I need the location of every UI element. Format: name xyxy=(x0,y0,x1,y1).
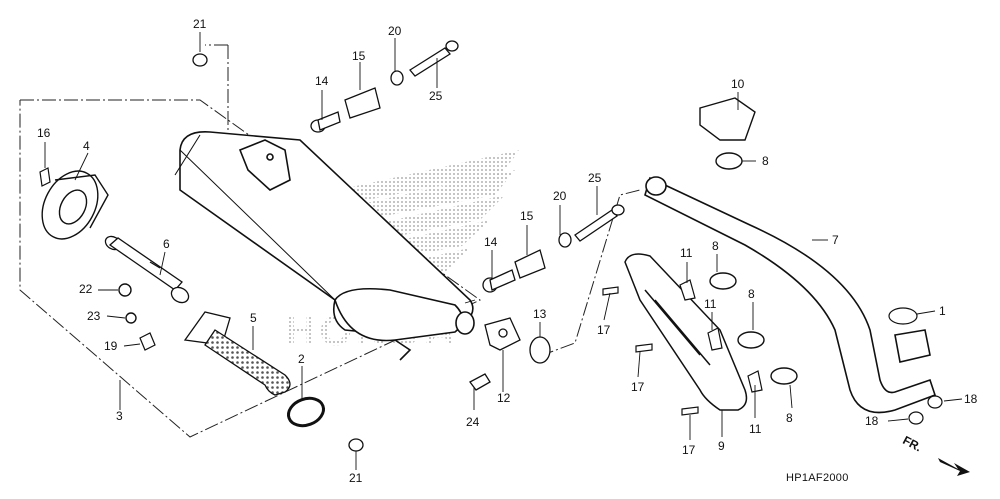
callout-label: 13 xyxy=(533,307,547,321)
callout-label: 17 xyxy=(631,380,645,394)
inner-pipe xyxy=(183,311,291,396)
callout-label: 7 xyxy=(832,233,839,247)
callout-label: 15 xyxy=(352,49,366,63)
leader-lines xyxy=(44,32,963,470)
callout-label: 20 xyxy=(553,189,567,203)
clamps xyxy=(709,152,798,385)
callout-label: 8 xyxy=(712,239,719,253)
callout-label: 6 xyxy=(163,237,170,251)
callout-label: 8 xyxy=(748,287,755,301)
callout-label: 21 xyxy=(193,17,207,31)
middle-mount-hardware xyxy=(348,204,625,452)
callout-label: 11 xyxy=(680,246,693,260)
callout-label: 2 xyxy=(298,352,305,366)
muffler-body xyxy=(174,131,475,361)
callout-label: 18 xyxy=(964,392,978,406)
callout-label: 16 xyxy=(37,126,51,140)
callout-label: 5 xyxy=(250,311,257,325)
callout-label: 10 xyxy=(731,77,745,91)
forward-arrow-icon xyxy=(938,458,970,476)
callout-label: 21 xyxy=(349,471,363,485)
end-cap xyxy=(41,170,109,240)
callout-label: 17 xyxy=(597,323,611,337)
callout-label: 17 xyxy=(682,443,696,457)
heat-guard xyxy=(624,253,748,411)
callout-label: 1 xyxy=(939,304,946,318)
callout-label: 23 xyxy=(87,309,101,323)
callout-label: 14 xyxy=(484,235,498,249)
heat-guard-tube xyxy=(699,97,756,141)
diagram-code: HP1AF2000 xyxy=(786,472,849,484)
callout-label: 8 xyxy=(762,154,769,168)
callout-label: 11 xyxy=(704,297,717,311)
callout-label: 25 xyxy=(588,171,602,185)
upper-mount-hardware xyxy=(192,40,459,133)
callout-label: 15 xyxy=(520,209,534,223)
callout-label: 3 xyxy=(116,409,123,423)
callout-label: 25 xyxy=(429,89,443,103)
callout-label: 19 xyxy=(104,339,118,353)
callout-label: 18 xyxy=(865,414,879,428)
callout-label: 12 xyxy=(497,391,511,405)
callout-label: 14 xyxy=(315,74,329,88)
callout-label: 11 xyxy=(749,422,762,436)
callout-label: 24 xyxy=(466,415,480,429)
callout-label: 9 xyxy=(718,439,725,453)
spark-arrestor xyxy=(104,235,190,304)
callout-label: 8 xyxy=(786,411,793,425)
callout-label: 22 xyxy=(79,282,93,296)
clip-and-bolt-set xyxy=(602,279,943,425)
exhaust-pipe xyxy=(644,176,937,414)
callout-label: 20 xyxy=(388,24,402,38)
callout-label: 4 xyxy=(83,139,90,153)
